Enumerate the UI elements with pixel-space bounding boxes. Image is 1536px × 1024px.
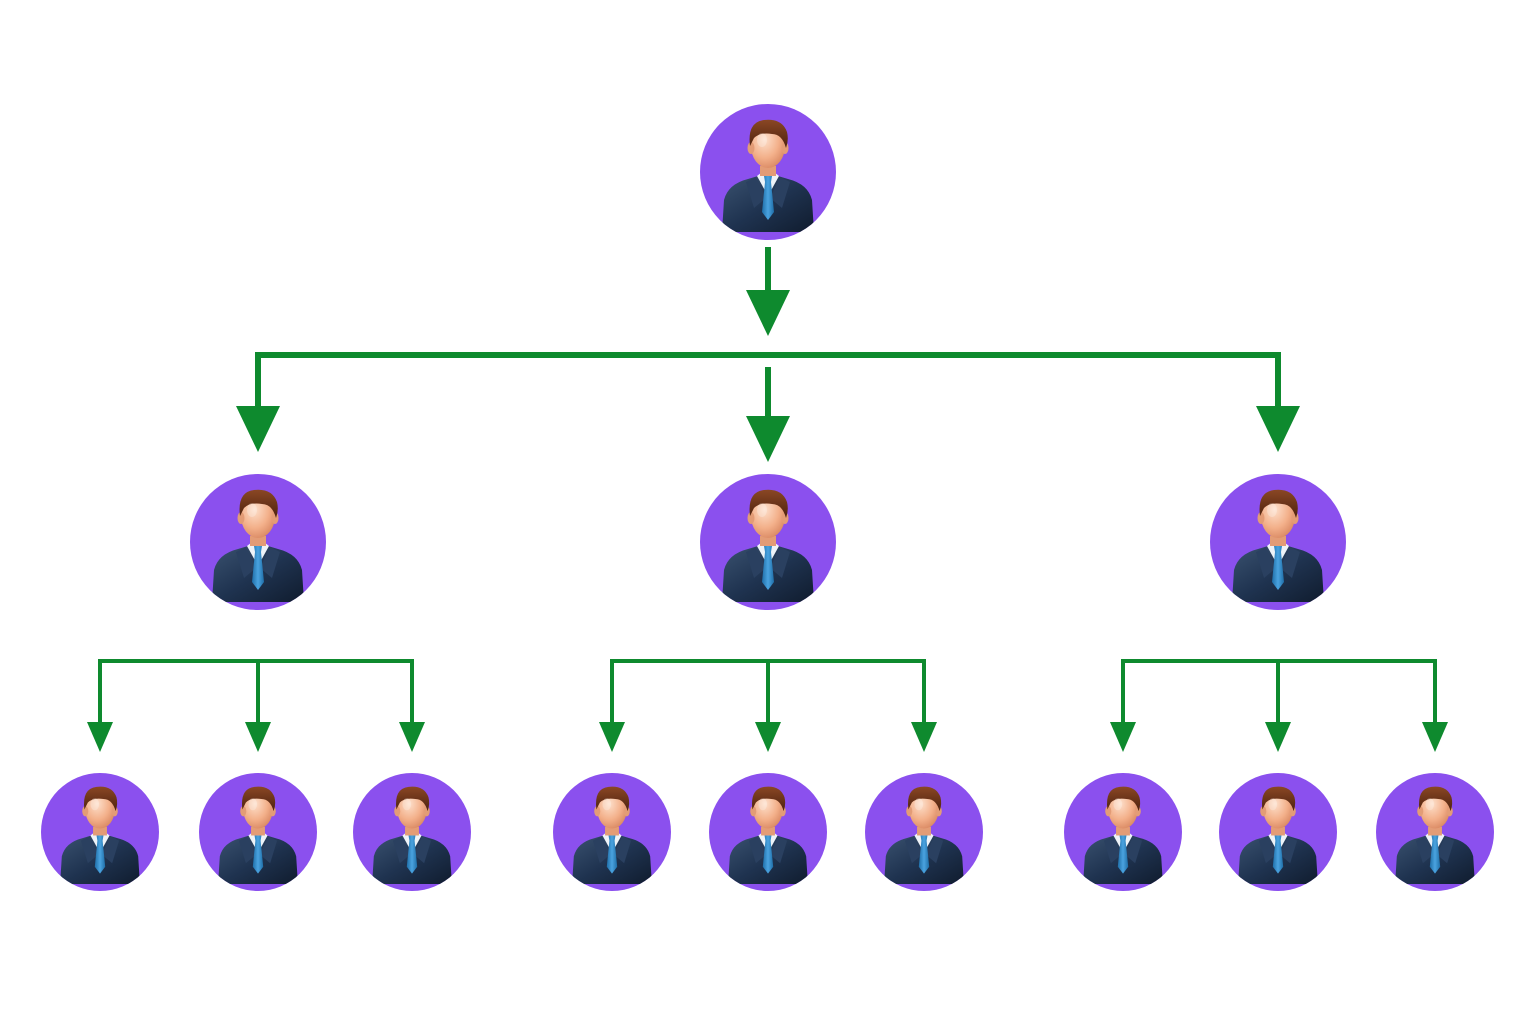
businessman-avatar-icon <box>884 786 964 885</box>
businessman-avatar-icon <box>572 786 652 885</box>
person-node-staff-2-2 <box>709 773 827 891</box>
connector-layer <box>87 247 1448 752</box>
person-node-staff-1-2 <box>199 773 317 891</box>
businessman-avatar-icon <box>1232 489 1324 602</box>
businessman-avatar-icon <box>1083 786 1163 885</box>
level2-arrow-head-3-2 <box>1265 722 1291 752</box>
level2-arrow-head-2-1 <box>599 722 625 752</box>
person-node-staff-2-1 <box>553 773 671 891</box>
level1-arrow-head-3 <box>1256 406 1300 452</box>
person-node-manager-3 <box>1210 474 1346 610</box>
person-node-staff-2-3 <box>865 773 983 891</box>
person-node-root <box>700 104 836 240</box>
level2-arrow-head-1-1 <box>87 722 113 752</box>
root-down-arrow-head <box>746 290 790 336</box>
level1-arrow-head-2 <box>746 416 790 462</box>
businessman-avatar-icon <box>218 786 298 885</box>
level2-arrow-head-1-2 <box>245 722 271 752</box>
businessman-avatar-icon <box>722 489 814 602</box>
businessman-avatar-icon <box>1395 786 1475 885</box>
person-node-manager-2 <box>700 474 836 610</box>
person-node-manager-1 <box>190 474 326 610</box>
person-node-staff-3-1 <box>1064 773 1182 891</box>
person-node-staff-3-2 <box>1219 773 1337 891</box>
person-node-staff-1-1 <box>41 773 159 891</box>
level2-arrow-head-2-2 <box>755 722 781 752</box>
businessman-avatar-icon <box>722 119 814 232</box>
level2-arrow-head-1-3 <box>399 722 425 752</box>
node-layer <box>41 104 1494 891</box>
person-node-staff-1-3 <box>353 773 471 891</box>
level2-arrow-head-3-1 <box>1110 722 1136 752</box>
businessman-avatar-icon <box>1238 786 1318 885</box>
businessman-avatar-icon <box>212 489 304 602</box>
person-node-staff-3-3 <box>1376 773 1494 891</box>
level2-arrow-head-2-3 <box>911 722 937 752</box>
businessman-avatar-icon <box>372 786 452 885</box>
businessman-avatar-icon <box>728 786 808 885</box>
level1-arrow-head-1 <box>236 406 280 452</box>
level2-arrow-head-3-3 <box>1422 722 1448 752</box>
businessman-avatar-icon <box>60 786 140 885</box>
